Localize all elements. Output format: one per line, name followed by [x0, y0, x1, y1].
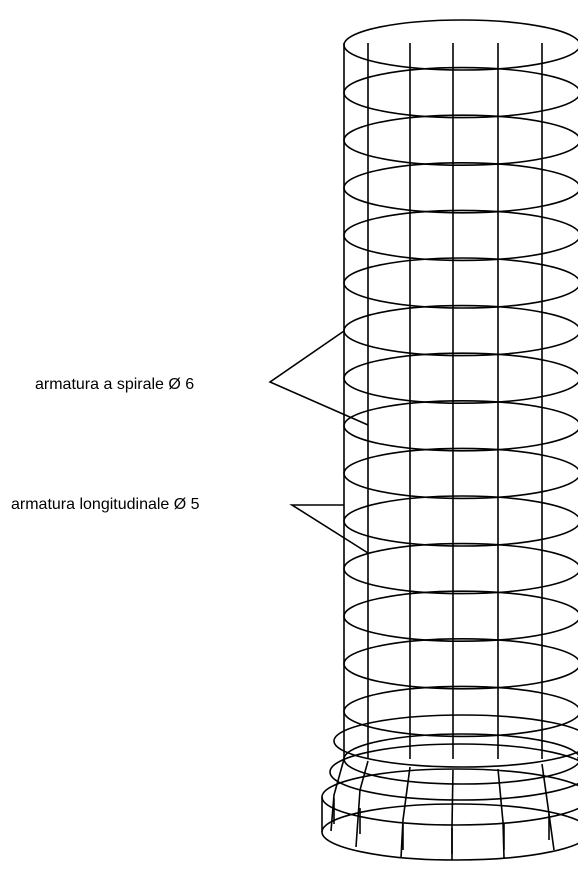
- spiral-hoop: [343, 352, 578, 404]
- spiral-hoop: [343, 114, 578, 166]
- base-middle-ring: [329, 743, 578, 801]
- label-leaders: [268, 330, 369, 554]
- spiral-hoop: [343, 685, 578, 738]
- longitudinal-label-leader: [289, 504, 369, 554]
- spiral-hoop: [343, 400, 578, 452]
- cage-shaft: [343, 19, 578, 785]
- base-flare-bar: [400, 766, 411, 859]
- spiral-hoop: [343, 66, 578, 119]
- base-flare-bar: [355, 760, 369, 848]
- spiral-hoop: [343, 542, 578, 595]
- spiral-hoop: [343, 638, 578, 690]
- spiral-hoop: [343, 19, 578, 71]
- base-upper-ring: [333, 714, 578, 768]
- spiral-label-leader: [268, 330, 369, 426]
- spiral-hoop: [343, 733, 578, 785]
- spiral-hoop: [343, 162, 578, 214]
- spiral-hoop: [343, 304, 578, 357]
- spiral-hoop: [343, 495, 578, 547]
- base-flare-bar: [330, 758, 345, 832]
- longitudinal-reinforcement-label: armatura longitudinale Ø 5: [11, 496, 200, 513]
- spiral-hoop: [343, 590, 578, 642]
- spiral-hoop: [343, 257, 578, 309]
- spiral-hoop: [343, 447, 578, 500]
- spiral-hoop: [343, 209, 578, 262]
- cage-base: [321, 714, 578, 861]
- spiral-reinforcement-label: armatura a spirale Ø 6: [35, 376, 195, 393]
